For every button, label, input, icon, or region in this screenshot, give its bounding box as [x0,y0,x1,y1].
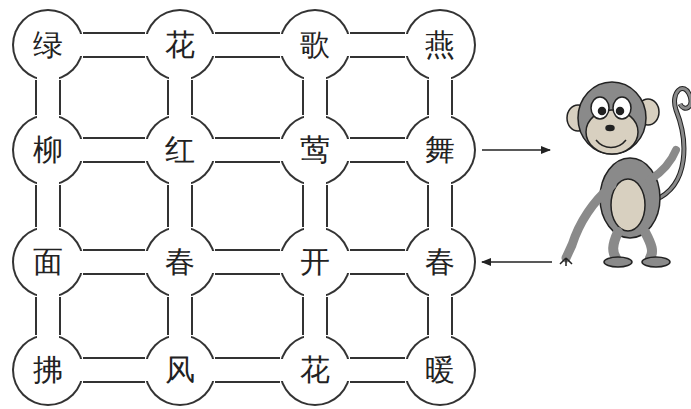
entry-arrow [482,261,552,262]
maze-cell: 柳 [12,114,84,186]
maze-channel [440,182,441,230]
exit-arrow [482,149,550,150]
monkey [560,82,691,267]
cell-outline [404,9,476,81]
maze-channel [212,262,283,263]
cell-character: 花 [279,334,351,406]
cell-outline [279,9,351,81]
maze-cell: 莺 [279,114,351,186]
maze-cell: 拂 [12,334,84,406]
cell-outline [279,334,351,406]
maze-cell: 开 [279,226,351,298]
maze-cell: 舞 [404,114,476,186]
maze-channel [315,294,316,338]
maze-channel [180,182,181,230]
maze-channel [80,150,148,151]
maze-channel [48,182,49,230]
cell-character: 歌 [279,9,351,81]
maze-cell: 风 [144,334,216,406]
cell-character: 面 [12,226,84,298]
maze-channel [212,45,283,46]
maze-channel [315,182,316,230]
maze-cell: 花 [144,9,216,81]
maze-channel [347,370,408,371]
cell-outline [12,114,84,186]
maze-cell: 红 [144,114,216,186]
maze-channel [440,294,441,338]
cell-character: 拂 [12,334,84,406]
cell-character: 春 [404,226,476,298]
cell-outline [12,334,84,406]
cell-character: 春 [144,226,216,298]
cell-character: 花 [144,9,216,81]
cell-outline [144,114,216,186]
maze-channel [80,45,148,46]
maze-channel [180,77,181,118]
cell-outline [144,9,216,81]
maze-channel [180,294,181,338]
cell-outline [279,114,351,186]
cell-character: 莺 [279,114,351,186]
maze-channel [212,150,283,151]
maze-channel [347,150,408,151]
maze-cell: 燕 [404,9,476,81]
maze-channel [315,77,316,118]
maze-channel [80,262,148,263]
maze-channel [212,370,283,371]
maze-cell: 歌 [279,9,351,81]
cell-character: 暖 [404,334,476,406]
maze-cell: 春 [144,226,216,298]
cell-outline [404,226,476,298]
cell-character: 开 [279,226,351,298]
cell-character: 燕 [404,9,476,81]
maze-cell: 暖 [404,334,476,406]
cell-outline [404,114,476,186]
cell-character: 绿 [12,9,84,81]
maze-cell: 绿 [12,9,84,81]
cell-outline [144,334,216,406]
maze-cell: 面 [12,226,84,298]
maze-channel [347,262,408,263]
maze-channel [48,294,49,338]
cell-outline [279,226,351,298]
maze-channel [80,370,148,371]
maze-channel [48,77,49,118]
cell-character: 风 [144,334,216,406]
cell-character: 舞 [404,114,476,186]
cell-outline [144,226,216,298]
maze-channel [347,45,408,46]
maze-channel [440,77,441,118]
cell-outline [12,9,84,81]
cell-outline [404,334,476,406]
maze-cell: 春 [404,226,476,298]
maze-cell: 花 [279,334,351,406]
cell-character: 柳 [12,114,84,186]
cell-character: 红 [144,114,216,186]
cell-outline [12,226,84,298]
